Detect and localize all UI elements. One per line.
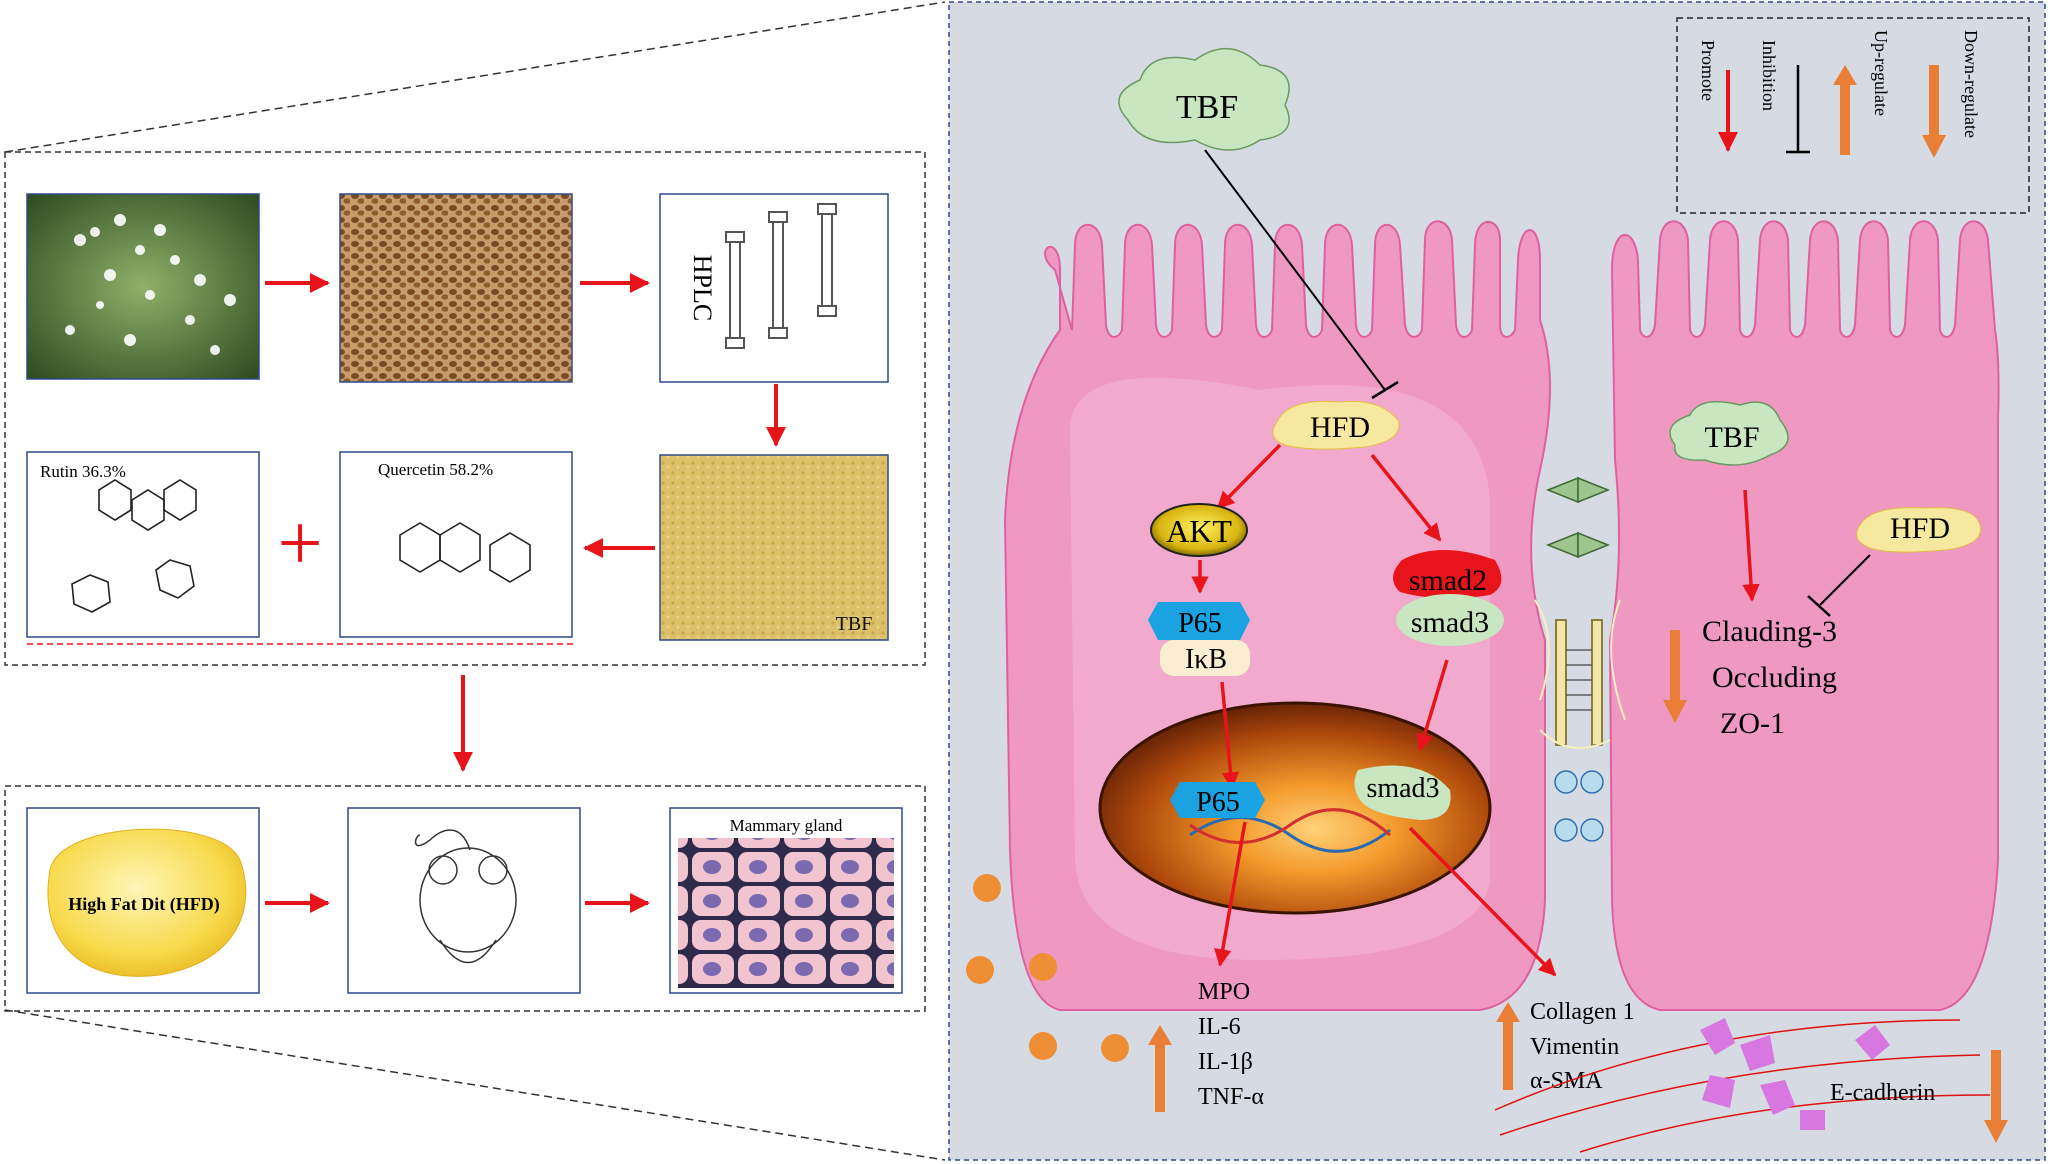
legend-up-label: Up-regulate <box>1871 30 1891 116</box>
hplc-panel: HPLC <box>659 193 889 383</box>
marker-il6: IL-6 <box>1198 1014 1241 1040</box>
arrow-hfd-to-akt <box>1216 443 1282 510</box>
zoom-line-top <box>4 1 946 153</box>
junction-down-arrow <box>1663 630 1687 723</box>
tbf-inhibits-hfd <box>1204 149 1386 391</box>
arrow-smad3-to-fibrosis <box>1408 826 1557 977</box>
lipid-droplets <box>966 874 1129 1062</box>
e-cadherin-icon <box>1700 1018 1890 1130</box>
arrow-hfd-to-smad <box>1370 453 1442 542</box>
junction-claudin: Clauding-3 <box>1702 615 1837 648</box>
tbf-cloud-main-label: TBF <box>1176 89 1238 126</box>
e-cadherin-label: E-cadherin <box>1830 1080 1935 1106</box>
marker-vimentin: Vimentin <box>1530 1034 1619 1060</box>
tbf-cloud-right-label: TBF <box>1704 421 1759 454</box>
hfd-main: HFD <box>1272 400 1400 450</box>
buckwheat-seeds-image <box>339 193 573 383</box>
inflammatory-list: MPO IL-6 IL-1β TNF-α <box>1198 979 1264 1110</box>
tbf-powder-image: TBF <box>659 454 889 641</box>
hfd-right-label: HFD <box>1890 512 1950 545</box>
fibrosis-list: Collagen 1 Vimentin α-SMA <box>1530 999 1635 1094</box>
marker-tnfa: TNF-α <box>1198 1084 1264 1110</box>
zoom-line-bottom <box>4 1009 946 1161</box>
hplc-columns-icon <box>725 203 837 349</box>
ikb-label: IκB <box>1185 644 1227 675</box>
buckwheat-plant-image <box>26 193 260 380</box>
p65-nuclear: P65 <box>1170 782 1265 818</box>
quercetin-label: Quercetin 58.2% <box>378 460 493 479</box>
dna-icon <box>1189 816 1391 853</box>
fibrosis-up-arrow <box>1496 1002 1520 1090</box>
legend-down-regulate: Down-regulate <box>1922 30 1981 158</box>
legend: Promote Inhibition Up-regulate Down-regu… <box>1676 17 2030 214</box>
p65-ikb-complex: P65 IκB <box>1148 602 1250 676</box>
hfd-inhibits-junctions <box>1819 554 1871 606</box>
experiment-box <box>4 785 926 1012</box>
junction-protein-list: Clauding-3 Occluding ZO-1 <box>1702 615 1837 740</box>
legend-down-label: Down-regulate <box>1961 30 1981 138</box>
tbf-cloud-main: TBF <box>1118 47 1290 151</box>
pathway-panel: Promote Inhibition Up-regulate Down-regu… <box>948 1 2046 1161</box>
smad3-nuclear-label: smad3 <box>1366 773 1439 804</box>
marker-mpo: MPO <box>1198 979 1250 1005</box>
smad2-label: smad2 <box>1409 564 1487 597</box>
mammary-gland-panel: Mammary gland <box>669 807 903 994</box>
marker-il1b: IL-1β <box>1198 1049 1253 1075</box>
arrow-p65-to-inflammation <box>1214 821 1247 967</box>
marker-collagen: Collagen 1 <box>1530 999 1635 1025</box>
tbf-cloud-right: TBF <box>1669 400 1789 466</box>
quercetin-structure: Quercetin 58.2% <box>339 451 573 638</box>
smad-complex: smad2 smad3 <box>1392 550 1504 646</box>
tbf-powder-label: TBF <box>836 613 873 635</box>
legend-promote: Promote <box>1698 40 1738 152</box>
rutin-label: Rutin 36.3% <box>40 462 126 481</box>
hfd-right: HFD <box>1856 507 1982 553</box>
hplc-label: HPLC <box>688 255 717 321</box>
legend-inhibition: Inhibition <box>1759 40 1810 154</box>
e-cadherin-region: E-cadherin <box>1494 1018 2008 1153</box>
smad3-label: smad3 <box>1411 606 1489 639</box>
mammary-label: Mammary gland <box>730 816 843 835</box>
rutin-structure: Rutin 36.3% <box>26 451 260 638</box>
hfd-diet-panel: High Fat Dit (HFD) <box>26 807 260 994</box>
legend-inhibition-label: Inhibition <box>1759 40 1779 111</box>
legend-promote-label: Promote <box>1698 40 1718 101</box>
e-cadherin-down-arrow <box>1984 1050 2008 1143</box>
nucleus <box>1098 701 1492 915</box>
plus-sign: + <box>277 500 322 588</box>
arrow-smad-to-nucleus <box>1416 659 1449 752</box>
inflammation-up-arrow <box>1148 1025 1172 1112</box>
junction-zo1: ZO-1 <box>1720 707 1785 740</box>
tight-junction-proteins <box>1534 476 1626 842</box>
p65-label: P65 <box>1178 608 1222 639</box>
arrow-ikb-to-nucleus <box>1220 681 1240 790</box>
akt-label: AKT <box>1166 513 1232 549</box>
hfd-main-label: HFD <box>1310 411 1370 444</box>
smad3-nuclear: smad3 <box>1354 765 1451 820</box>
junction-occludin: Occluding <box>1712 661 1837 694</box>
legend-up-regulate: Up-regulate <box>1833 30 1891 155</box>
akt-node: AKT <box>1150 503 1248 557</box>
hfd-diet-label: High Fat Dit (HFD) <box>68 894 219 915</box>
left-panel: HPLC TBF Rutin 36.3% <box>4 1 946 1161</box>
extraction-box <box>4 151 926 666</box>
mouse-image <box>347 807 581 994</box>
p65-nuclear-label: P65 <box>1196 787 1240 818</box>
arrow-tbf-to-junctions <box>1742 489 1760 602</box>
marker-asma: α-SMA <box>1530 1068 1603 1094</box>
